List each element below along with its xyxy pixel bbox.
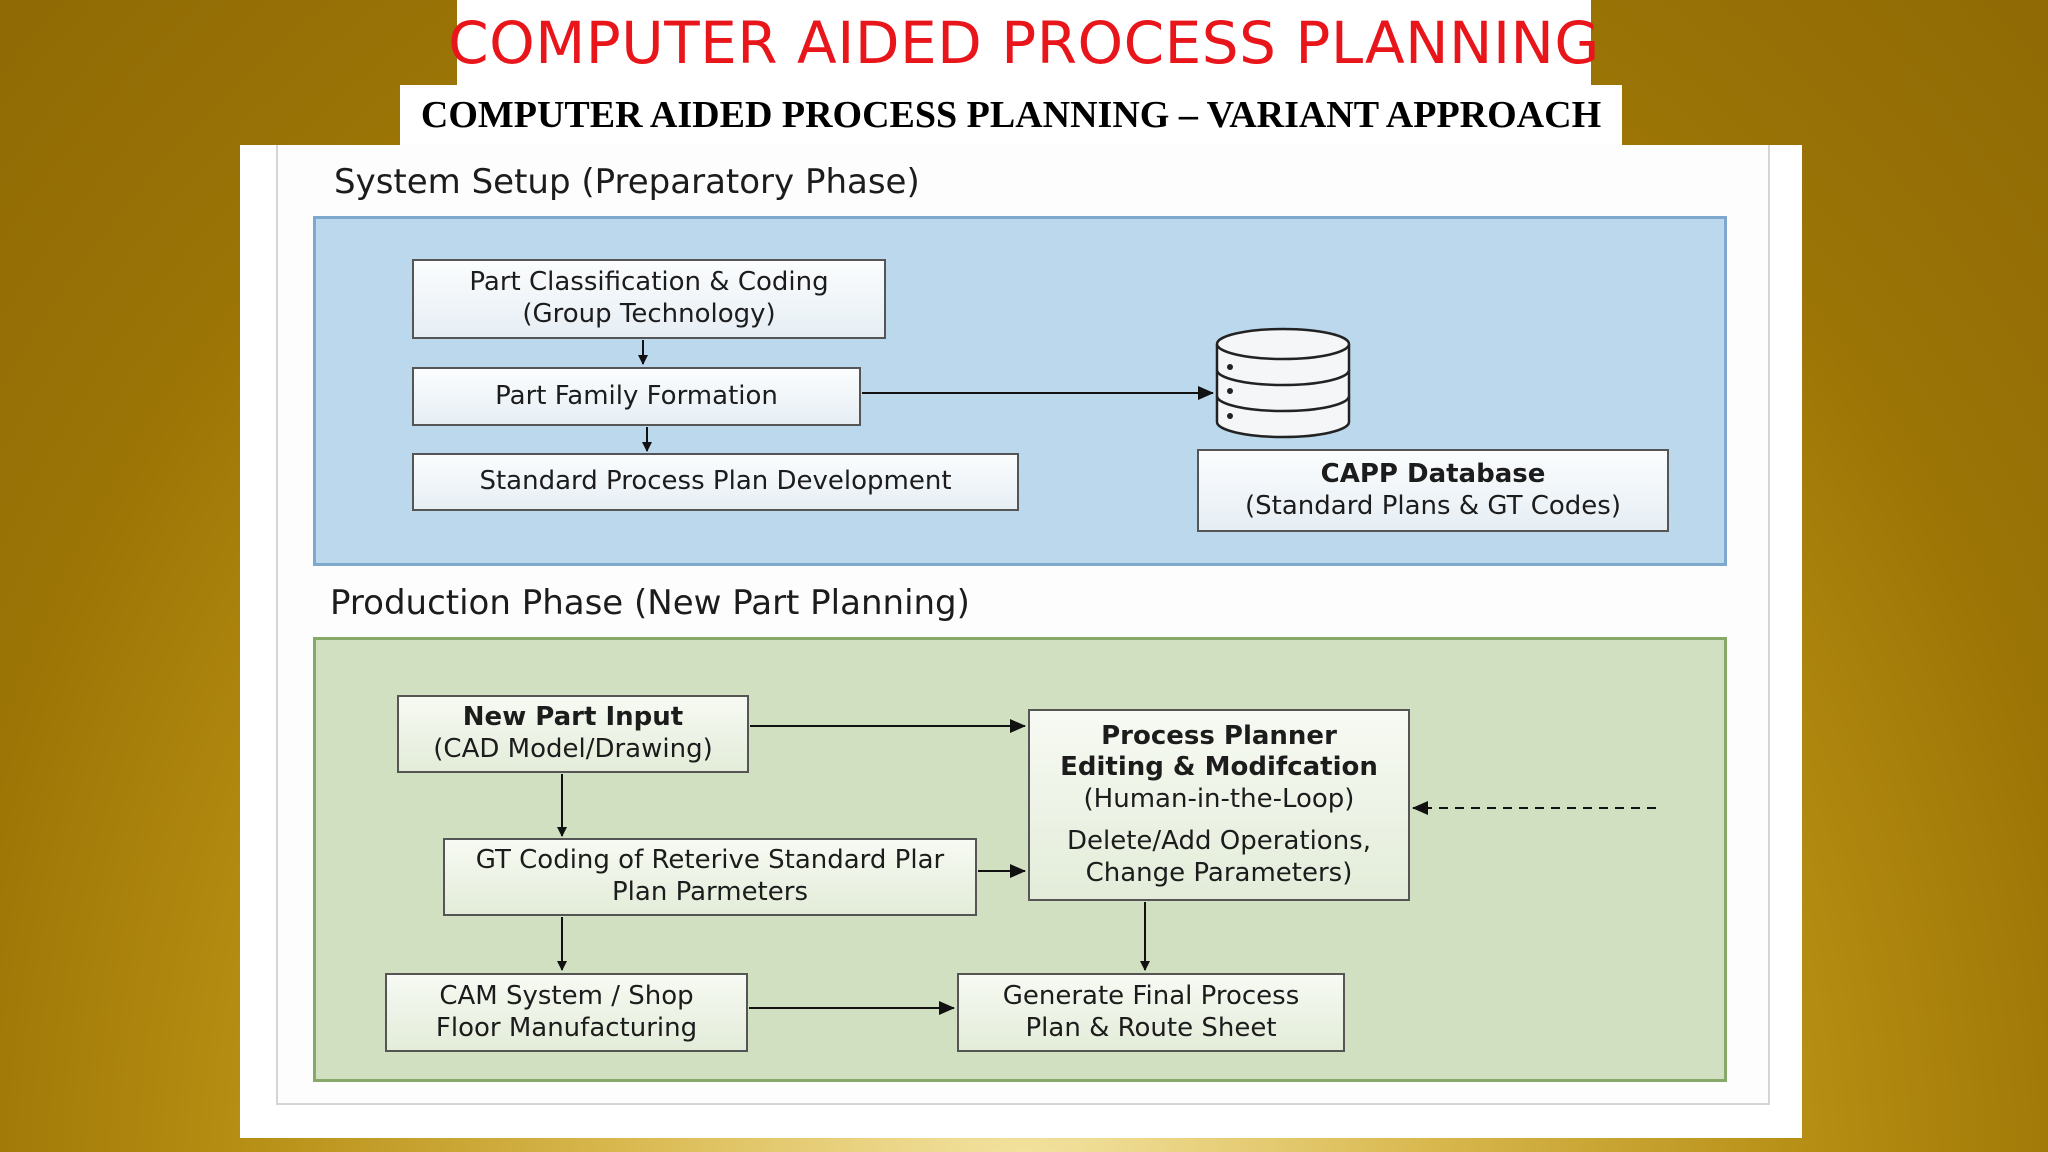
capp-database-line2: (Standard Plans & GT Codes): [1245, 490, 1621, 521]
planner-line2: Editing & Modifcation: [1060, 752, 1378, 783]
process-planner-box: Process Planner Editing & Modifcation (H…: [1028, 709, 1410, 901]
planner-line1: Process Planner: [1101, 720, 1337, 751]
cam-line2: Floor Manufacturing: [435, 1012, 698, 1043]
gt-coding-box: GT Coding of Reterive Standard Plar Plan…: [443, 838, 977, 916]
production-section-title: Production Phase (New Part Planning): [330, 583, 970, 623]
new-part-line1: New Part Input: [462, 702, 684, 733]
standard-plan-line1: Standard Process Plan Development: [479, 466, 952, 497]
subtitle-banner: COMPUTER AIDED PROCESS PLANNING – VARIAN…: [400, 85, 1622, 145]
part-family-line1: Part Family Formation: [495, 380, 778, 411]
cam-system-box: CAM System / Shop Floor Manufacturing: [385, 973, 748, 1052]
title-banner: COMPUTER AIDED PROCESS PLANNING: [448, 0, 1599, 85]
slide-subtitle: COMPUTER AIDED PROCESS PLANNING – VARIAN…: [420, 94, 1602, 136]
part-classification-line2: (Group Technology): [522, 299, 776, 329]
part-classification-line1: Part Classification & Coding: [469, 267, 829, 298]
new-part-line2: (CAD Model/Drawing): [433, 734, 713, 764]
gt-coding-line2: Plan Parmeters: [611, 877, 808, 907]
final-line1: Generate Final Process: [1002, 980, 1300, 1011]
cam-line1: CAM System / Shop: [439, 980, 694, 1011]
planner-line5: Change Parameters): [1085, 857, 1353, 888]
part-classification-box: Part Classification & Coding (Group Tech…: [412, 259, 886, 339]
planner-line4: Delete/Add Operations,: [1067, 825, 1371, 856]
slide-title: COMPUTER AIDED PROCESS PLANNING: [448, 8, 1600, 77]
part-family-box: Part Family Formation: [412, 367, 861, 426]
standard-plan-box: Standard Process Plan Development: [412, 453, 1019, 511]
planner-line3: (Human-in-the-Loop): [1083, 784, 1355, 815]
database-cylinder-icon: [1215, 327, 1351, 439]
capp-database-box: CAPP Database (Standard Plans & GT Codes…: [1197, 449, 1669, 532]
new-part-input-box: New Part Input (CAD Model/Drawing): [397, 695, 749, 773]
gt-coding-line1: GT Coding of Reterive Standard Plar: [475, 845, 945, 876]
final-plan-box: Generate Final Process Plan & Route Shee…: [957, 973, 1345, 1052]
setup-section-title: System Setup (Preparatory Phase): [334, 162, 920, 202]
final-line2: Plan & Route Sheet: [1025, 1012, 1277, 1043]
capp-database-line1: CAPP Database: [1320, 458, 1546, 489]
